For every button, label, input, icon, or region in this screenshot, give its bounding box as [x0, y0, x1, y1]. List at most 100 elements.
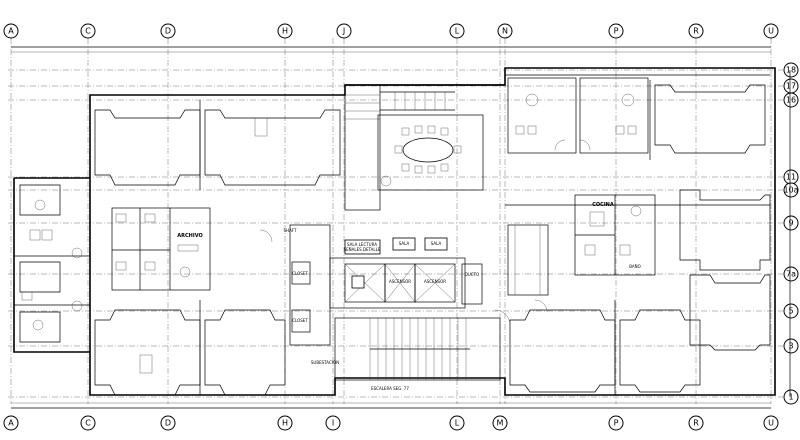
- meeting-room: [344, 84, 505, 211]
- grid-bubble-bottom-P-label: P: [614, 419, 619, 428]
- grid-bubble-bottom-I-circle: [325, 415, 341, 431]
- closet-1-label: CLOSET: [292, 271, 308, 276]
- grid-bubble-bottom-I: I: [325, 415, 341, 431]
- grid-bubble-bottom-A-label: A: [8, 419, 14, 428]
- left-workstations: [19, 184, 83, 343]
- closet-2-label: CLOSET: [292, 318, 308, 323]
- grid-bubble-bottom-P-circle: [608, 415, 624, 431]
- grid-bubble-bottom-P: P: [608, 415, 624, 431]
- grid-bubble-right-10a: 10a: [783, 182, 799, 198]
- grid-bubble-bottom-C: C: [80, 415, 96, 431]
- bano-label: BAÑO: [629, 264, 641, 269]
- substation-label: SUBESTACIÓN: [311, 360, 339, 365]
- grid-bubble-bottom-M-label: M: [497, 419, 504, 428]
- grid-bubble-top-H-label: H: [282, 27, 288, 36]
- duct-label: DUCTO: [465, 272, 479, 277]
- grid-bubble-top-D-label: D: [165, 27, 171, 36]
- office-pods-left: [94, 100, 341, 396]
- grid-bubble-right-7a: 7a: [783, 266, 799, 282]
- grid-bubble-bottom-D: D: [160, 415, 176, 431]
- grid-bubble-top-R-circle: [688, 23, 704, 39]
- grid-bubble-bottom-U-circle: [763, 415, 779, 431]
- grid-bubble-bottom-U: U: [763, 415, 779, 431]
- grid-bubble-right-3: 3: [783, 338, 799, 354]
- grid-bubble-bottom-L-label: L: [455, 419, 460, 428]
- door-swings: [259, 139, 591, 326]
- office-pods-right-mid: [679, 189, 771, 351]
- grid-bubble-bottom-H: H: [277, 415, 293, 431]
- sala-lectura-label: SALA LECTURA: [347, 242, 377, 247]
- grid-bubble-right-11: 11: [783, 169, 799, 185]
- grid-bubble-top-J: J: [336, 23, 352, 39]
- grid-bubble-top-N-circle: [497, 23, 513, 39]
- grid-bubble-top-L: L: [449, 23, 465, 39]
- grid-bubble-top-J-label: J: [342, 27, 345, 36]
- grid-bubble-right-9: 9: [783, 215, 799, 231]
- grid-bubble-right-16: 16: [783, 92, 799, 108]
- grid-bubble-bottom-A-circle: [3, 415, 19, 431]
- ascensor-2-label: ASCENSOR: [424, 279, 446, 284]
- grid-bubble-top-H: H: [277, 23, 293, 39]
- senales-label: SEÑALES DETALLE: [344, 247, 381, 252]
- archivo-label: ARCHIVO: [177, 233, 202, 239]
- grid-bubble-right-18-circle: [783, 62, 799, 78]
- office-pods-right-top: [505, 74, 770, 160]
- grid-bubble-bottom-R: R: [688, 415, 704, 431]
- grid-bubble-top-A-circle: [3, 23, 19, 39]
- grid-bubble-bottom-H-label: H: [282, 419, 288, 428]
- sala-2-label: SALA: [431, 241, 442, 246]
- grid-bubble-bottom-D-circle: [160, 415, 176, 431]
- grid-bubble-bottom-U-label: U: [768, 419, 774, 428]
- grid-bubble-bottom-L-circle: [449, 415, 465, 431]
- grid-bubble-top-C-label: C: [85, 27, 91, 36]
- grid-bubble-bottom-H-circle: [277, 415, 293, 431]
- grid-bubble-top-R: R: [688, 23, 704, 39]
- grid-bubble-bottom-I-label: I: [332, 419, 334, 428]
- grid-bubble-top-D: D: [160, 23, 176, 39]
- grid-bubble-top-U-circle: [763, 23, 779, 39]
- grid-bubble-top-P: P: [608, 23, 624, 39]
- grid-bubble-bottom-D-label: D: [165, 419, 171, 428]
- grid-bubble-bottom-A: A: [3, 415, 19, 431]
- grid-bubble-top-H-circle: [277, 23, 293, 39]
- grid-bubble-top-A: A: [3, 23, 19, 39]
- grid-bubble-right-16-circle: [783, 92, 799, 108]
- grid-bubble-right-1-label: 1: [788, 393, 793, 402]
- grid-bubble-right-9-circle: [783, 215, 799, 231]
- office-pods-right-bottom: [505, 204, 770, 395]
- grid-bubble-bottom-M-circle: [492, 415, 508, 431]
- grid-bubble-bottom-M: M: [492, 415, 508, 431]
- grid-bubble-right-5: 5: [783, 303, 799, 319]
- grid-bubble-top-U-label: U: [768, 27, 774, 36]
- grid-bubble-top-C: C: [80, 23, 96, 39]
- grid-bubble-top-D-circle: [160, 23, 176, 39]
- grid-bubble-top-U: U: [763, 23, 779, 39]
- grid-bubble-top-N: N: [497, 23, 513, 39]
- grid-bubble-right-10a-label: 10a: [783, 186, 798, 195]
- grid-bubble-top-A-label: A: [8, 27, 14, 36]
- grid-bubble-bottom-C-label: C: [85, 419, 91, 428]
- grid-bubble-right-18: 18: [783, 62, 799, 78]
- grid-bubble-bottom-L: L: [449, 415, 465, 431]
- grid-bubble-top-N-label: N: [502, 27, 508, 36]
- grid-bubble-right-3-circle: [783, 338, 799, 354]
- grid-bubble-right-17: 17: [783, 78, 799, 94]
- grid-bubble-right-9-label: 9: [788, 219, 793, 228]
- building-core: SALA LECTURA SEÑALES DETALLE SALA SALA A…: [284, 224, 501, 391]
- grid-bubble-right-1-circle: [783, 389, 799, 405]
- archivo-block: ARCHIVO: [111, 207, 211, 291]
- grid-bubble-right-18-label: 18: [786, 66, 796, 75]
- shaft-label: SHAFT: [284, 228, 298, 233]
- grid-bubble-bottom-R-label: R: [693, 419, 699, 428]
- grid-bubble-right-5-circle: [783, 303, 799, 319]
- escalera-label: ESCALERA SEG. 77: [371, 386, 409, 391]
- sala-1-label: SALA: [399, 241, 410, 246]
- grid-bubble-right-3-label: 3: [788, 342, 793, 351]
- grid-bubble-right-1: 1: [783, 389, 799, 405]
- grid-bubble-right-7a-circle: [783, 266, 799, 282]
- grid-bubble-bottom-C-circle: [80, 415, 96, 431]
